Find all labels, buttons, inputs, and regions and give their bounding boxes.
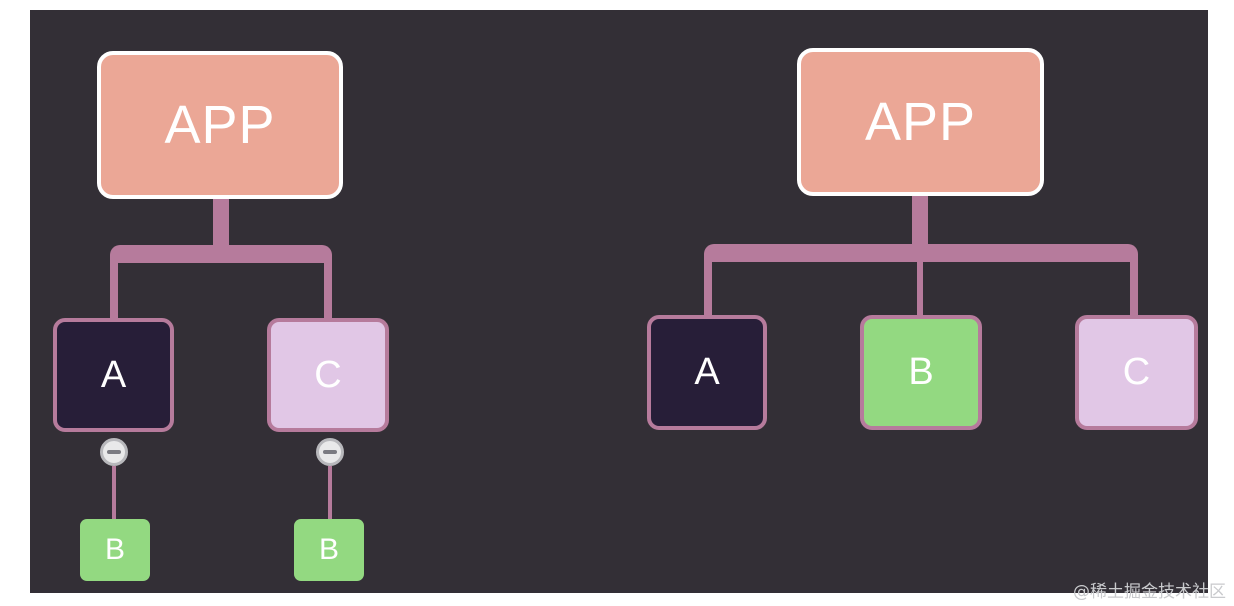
right-root-connector (912, 196, 928, 246)
left-node-c-label: C (314, 353, 342, 396)
right-node-c: C (1075, 315, 1198, 430)
left-app-box: APP (97, 51, 343, 199)
left-connector-c-b (328, 466, 332, 519)
left-node-b-under-c: B (294, 519, 364, 581)
disconnect-icon (100, 438, 128, 466)
right-node-a-label: A (694, 351, 720, 393)
right-connector-c (1130, 256, 1138, 318)
left-root-connector (213, 199, 229, 247)
right-node-b-label: B (908, 351, 934, 393)
disconnect-icon (316, 438, 344, 466)
right-node-b: B (860, 315, 982, 430)
left-connector-a-b (112, 466, 116, 519)
right-connector-b (917, 256, 923, 318)
left-node-c: C (267, 318, 389, 432)
right-node-c-label: C (1122, 351, 1151, 393)
left-connector-a (110, 258, 118, 322)
right-node-a: A (647, 315, 767, 430)
left-node-b-label: B (318, 533, 339, 566)
left-node-a-label: A (100, 353, 127, 396)
diagram-canvas: APP A C B B APP A B (30, 10, 1208, 593)
left-node-b-label: B (104, 533, 125, 566)
left-connector-c (324, 258, 332, 322)
watermark: @稀土掘金技术社区 (1073, 582, 1226, 602)
right-connector-a (704, 256, 712, 318)
left-node-b-under-a: B (80, 519, 150, 581)
right-app-label: APP (864, 92, 977, 152)
right-app-box: APP (797, 48, 1044, 196)
right-horizontal-connector (704, 244, 1138, 262)
left-app-label: APP (164, 95, 276, 155)
left-node-a: A (53, 318, 174, 432)
left-horizontal-connector (110, 245, 332, 263)
